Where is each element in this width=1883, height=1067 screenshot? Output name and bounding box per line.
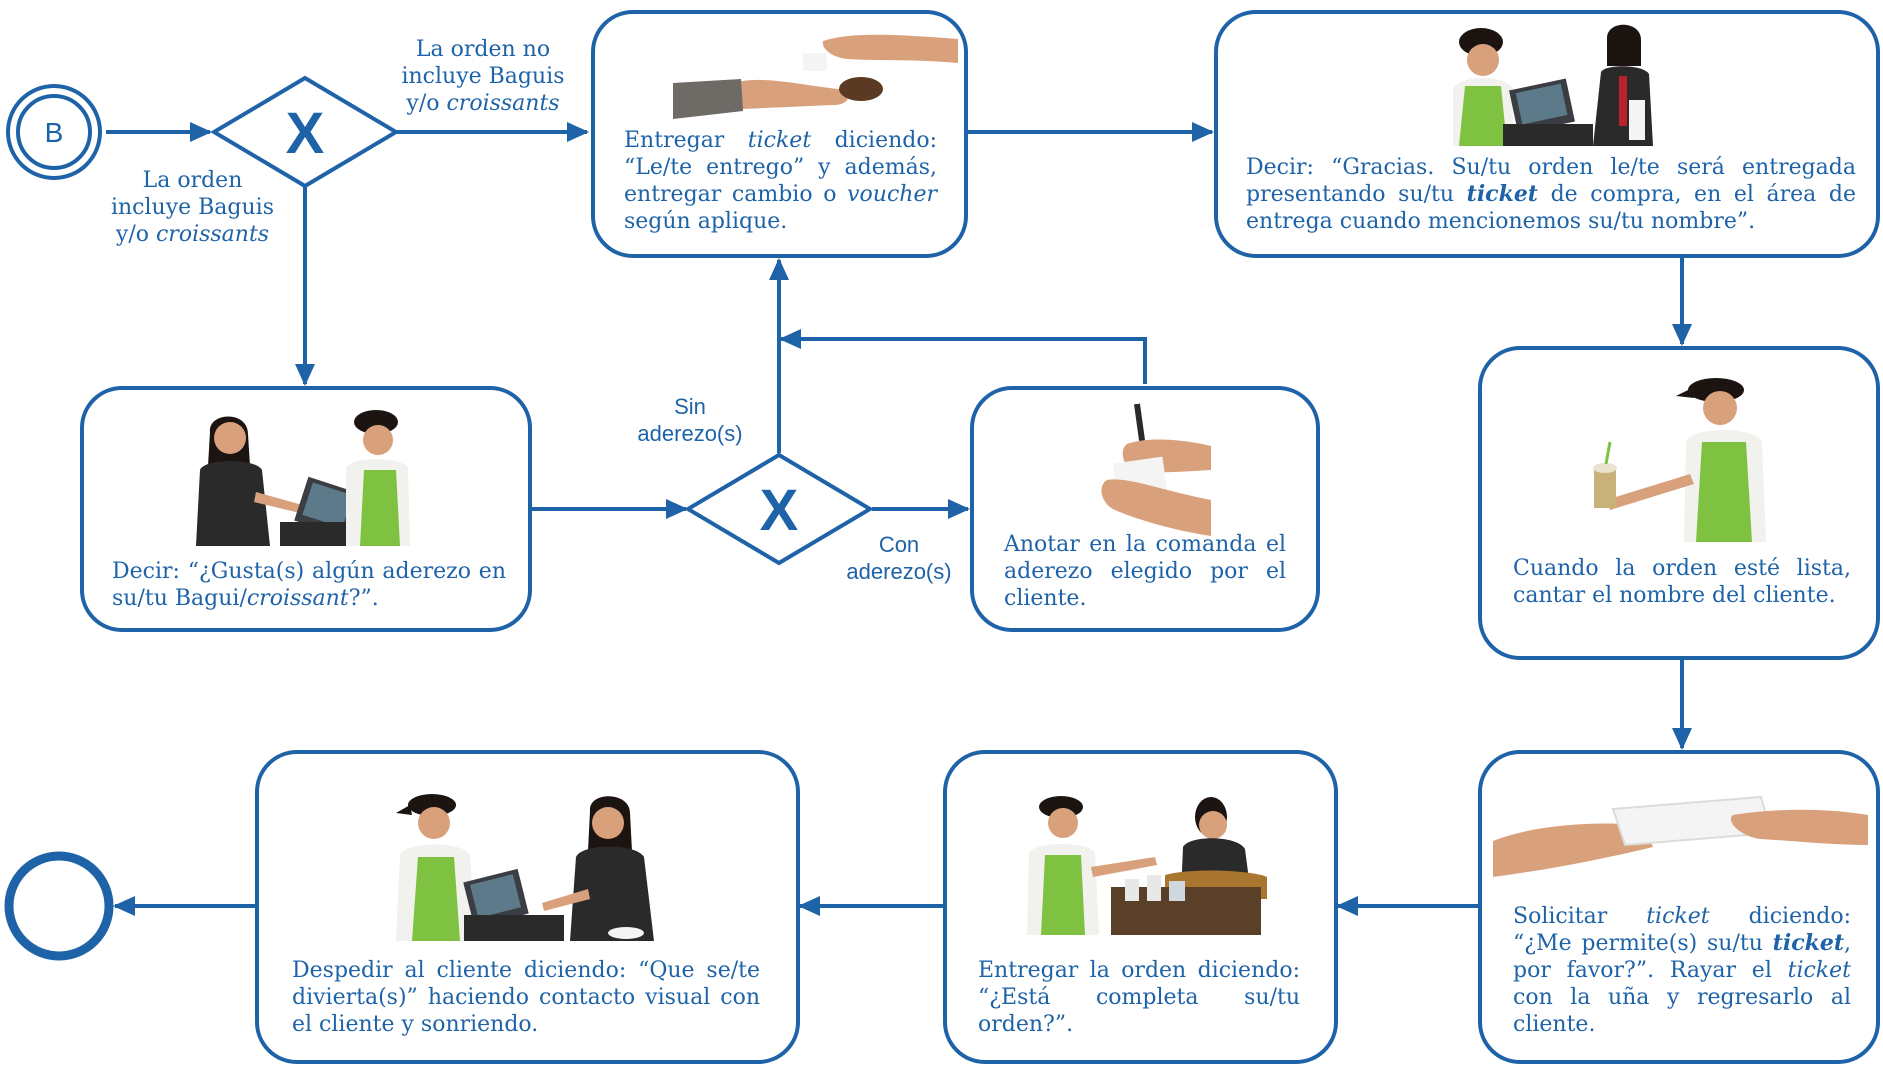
task-thanks-text: Decir: “Gracias. Su/tu orden le/te será … bbox=[1246, 155, 1856, 234]
label-no-bagels: La orden no incluye Baguis y/o croissant… bbox=[401, 37, 565, 116]
flow-note-dressing-loop bbox=[779, 329, 1147, 384]
task-request-ticket bbox=[1478, 750, 1880, 1064]
task-request-ticket-text: Solicitar ticket diciendo: “¿Me permite(… bbox=[1513, 904, 1851, 1037]
label-without-dressing: Sin aderezo(s) bbox=[637, 394, 743, 446]
customer-register-photo bbox=[196, 410, 410, 546]
start-event-label: B bbox=[45, 117, 64, 148]
writing-hand-photo bbox=[1101, 403, 1211, 536]
gateway-2-x-icon: X bbox=[760, 478, 799, 543]
task-farewell-text: Despedir al cliente diciendo: “Que se/te… bbox=[292, 958, 760, 1037]
ticket-exchange-photo bbox=[1493, 795, 1868, 877]
deliver-order-photo bbox=[1027, 796, 1267, 935]
task-ask-dressing-text: Decir: “¿Gusta(s) algún aderezo en su/tu… bbox=[112, 559, 506, 611]
ticket-handoff-photo bbox=[673, 34, 958, 119]
task-farewell bbox=[255, 750, 800, 1064]
label-bagels: La orden incluye Baguis y/o croissants bbox=[110, 168, 275, 247]
task-deliver-order bbox=[943, 750, 1338, 1064]
task-ticket-text: Entregar ticket diciendo: “Le/te entrego… bbox=[624, 128, 937, 234]
end-event bbox=[4, 851, 114, 961]
task-note-dressing-text: Anotar en la comanda el aderezo elegido … bbox=[1004, 532, 1286, 611]
cashier-customer-photo bbox=[1453, 24, 1653, 146]
gateway-2-exclusive: X bbox=[684, 452, 874, 566]
start-event: B bbox=[6, 84, 102, 180]
task-call-name-text: Cuando la orden esté lista, cantar el no… bbox=[1513, 556, 1851, 608]
cashier-drink-photo bbox=[1593, 378, 1766, 542]
gateway-1-x-icon: X bbox=[286, 101, 325, 166]
farewell-photo bbox=[396, 794, 654, 941]
task-call-name bbox=[1478, 346, 1880, 660]
gateway-1-exclusive: X bbox=[210, 75, 400, 189]
label-with-dressing: Con aderezo(s) bbox=[846, 532, 952, 584]
task-deliver-order-text: Entregar la orden diciendo: “¿Está compl… bbox=[978, 958, 1300, 1037]
